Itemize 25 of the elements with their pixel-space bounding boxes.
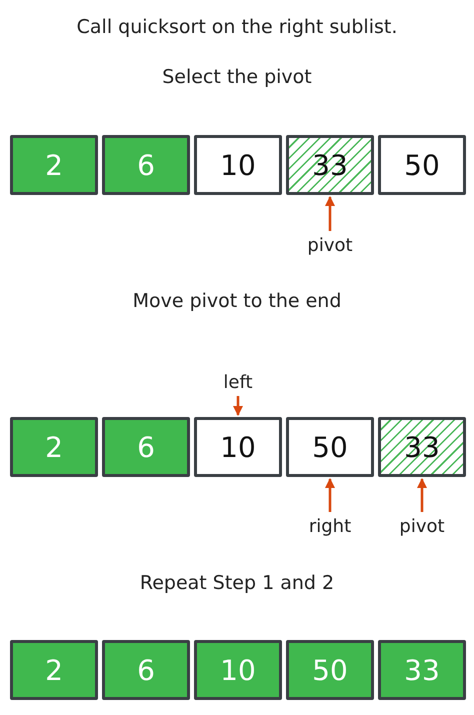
pointer-label: pivot bbox=[378, 514, 466, 538]
step-heading: Repeat Step 1 and 2 bbox=[138, 572, 336, 594]
array-cell: 10 bbox=[194, 417, 282, 477]
arrow bbox=[233, 396, 243, 416]
arrow bbox=[325, 196, 335, 231]
array-cell: 6 bbox=[102, 417, 190, 477]
array-cell: 2 bbox=[10, 135, 98, 195]
arrow bbox=[325, 478, 335, 512]
step-heading: Move pivot to the end bbox=[132, 290, 342, 312]
pointer-label: left bbox=[194, 370, 282, 394]
array-cell: 6 bbox=[102, 640, 190, 700]
array-cell: 33 bbox=[378, 640, 466, 700]
step-heading: Select the pivot bbox=[161, 66, 313, 88]
pointer-label: right bbox=[286, 514, 374, 538]
array-cell: 10 bbox=[194, 135, 282, 195]
array-cell: 2 bbox=[10, 417, 98, 477]
array-cell: 50 bbox=[378, 135, 466, 195]
arrow bbox=[417, 478, 427, 512]
title: Call quicksort on the right sublist. bbox=[76, 16, 398, 38]
array-cell: 50 bbox=[286, 417, 374, 477]
array-cell: 50 bbox=[286, 640, 374, 700]
array-cell: 6 bbox=[102, 135, 190, 195]
array-cell: 10 bbox=[194, 640, 282, 700]
array-cell: 2 bbox=[10, 640, 98, 700]
pointer-label: pivot bbox=[286, 233, 374, 257]
